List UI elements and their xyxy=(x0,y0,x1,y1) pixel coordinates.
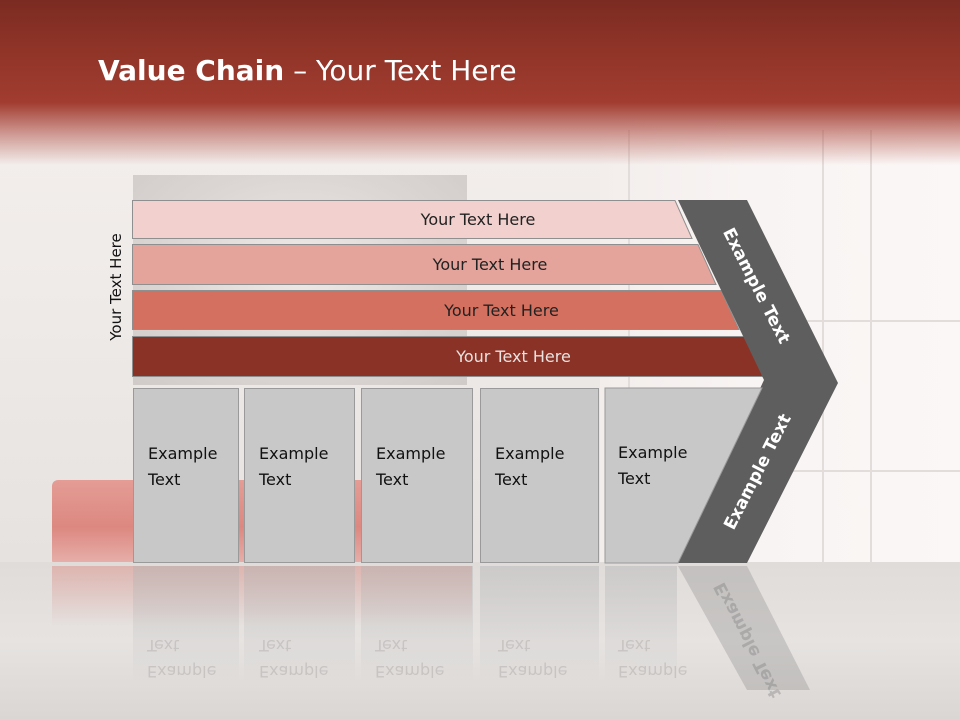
column-2-reflection-text: Example Text xyxy=(259,632,328,684)
column-2-reflection-line2: Text xyxy=(259,636,292,655)
column-4-reflection-line2: Text xyxy=(498,636,531,655)
column-5-reflection-line2: Text xyxy=(618,636,651,655)
column-4-reflection-line1: Example xyxy=(498,662,568,681)
bar-2: Your Text Here xyxy=(132,244,848,285)
column-reflection xyxy=(361,566,473,686)
column-1-line1: Example xyxy=(148,444,218,463)
column-3-reflection-line2: Text xyxy=(375,636,408,655)
column-reflection xyxy=(244,566,355,686)
column-3-reflection-text: Example Text xyxy=(375,632,444,684)
column-1: Example Text xyxy=(133,388,239,563)
column-4-reflection-text: Example Text xyxy=(498,632,567,684)
bar-1: Your Text Here xyxy=(132,200,824,239)
column-1-reflection-text: Example Text xyxy=(147,632,216,684)
bar-4-label: Your Text Here xyxy=(456,347,571,366)
slide-title: Value Chain – Your Text Here xyxy=(98,54,517,94)
column-5-line2: Text xyxy=(618,469,651,488)
column-1-line2: Text xyxy=(148,470,181,489)
column-3-reflection-line1: Example xyxy=(375,662,445,681)
column-1-reflection-line2: Text xyxy=(147,636,180,655)
column-5: Example Text xyxy=(618,440,687,492)
column-5-line1: Example xyxy=(618,443,688,462)
glossy-floor xyxy=(0,562,960,720)
bar-1-fill xyxy=(132,200,693,239)
column-5-reflection-line1: Example xyxy=(618,662,688,681)
window-transom xyxy=(780,320,960,322)
column-1-reflection-line1: Example xyxy=(147,662,217,681)
bar-3: Your Text Here xyxy=(132,290,871,330)
column-reflection xyxy=(480,566,599,686)
sofa-reflection xyxy=(52,566,472,626)
bar-1-shape xyxy=(132,200,693,239)
column-2: Example Text xyxy=(244,388,355,563)
column-2-line2: Text xyxy=(259,470,292,489)
column-4: Example Text xyxy=(480,388,599,563)
bar-3-fill xyxy=(132,290,740,330)
column-5-reflection-text: Example Text xyxy=(618,632,687,684)
bar-3-shape xyxy=(132,290,740,330)
column-2-line1: Example xyxy=(259,444,329,463)
window-transom xyxy=(780,470,960,472)
window-mullion xyxy=(870,130,872,690)
column-4-line2: Text xyxy=(495,470,528,489)
column-3: Example Text xyxy=(361,388,473,563)
bar-4: Your Text Here xyxy=(132,336,895,377)
header-band xyxy=(0,0,960,165)
title-rest: – Your Text Here xyxy=(284,54,517,87)
chevron-reflection xyxy=(678,566,810,690)
column-3-line1: Example xyxy=(376,444,446,463)
bar-2-shape xyxy=(132,244,717,285)
chevron-arrow xyxy=(678,200,838,563)
bar-2-label: Your Text Here xyxy=(432,255,548,274)
column-reflection xyxy=(605,566,677,686)
column-3-line2: Text xyxy=(376,470,409,489)
column-4-line1: Example xyxy=(495,444,565,463)
column-2-reflection-line1: Example xyxy=(259,662,329,681)
title-bold: Value Chain xyxy=(98,54,285,87)
column-reflection xyxy=(133,566,239,686)
bar-1-label: Your Text Here xyxy=(420,210,536,229)
bar-3-label: Your Text Here xyxy=(444,300,559,320)
bar-2-fill xyxy=(132,244,717,285)
